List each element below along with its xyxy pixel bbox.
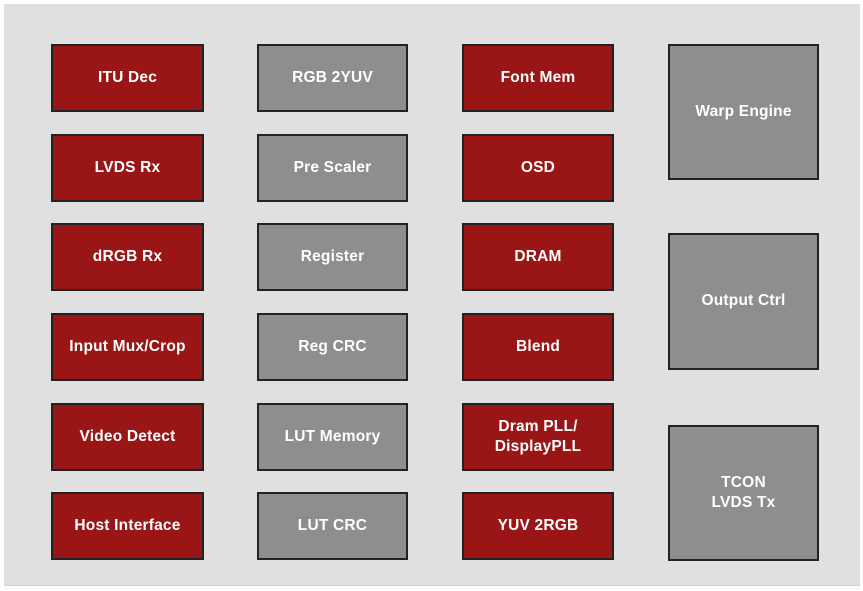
block-lut-crc: LUT CRC [257, 492, 408, 560]
block-drgb-rx: dRGB Rx [51, 223, 204, 291]
block-tcon-lvds-tx: TCON LVDS Tx [668, 425, 819, 561]
block-pre-scaler: Pre Scaler [257, 134, 408, 202]
block-video-detect: Video Detect [51, 403, 204, 471]
block-register: Register [257, 223, 408, 291]
block-itu-dec: ITU Dec [51, 44, 204, 112]
block-dram: DRAM [462, 223, 614, 291]
block-lvds-rx: LVDS Rx [51, 134, 204, 202]
block-diagram-canvas: ITU Dec LVDS Rx dRGB Rx Input Mux/Crop V… [4, 4, 860, 586]
block-blend: Blend [462, 313, 614, 381]
block-yuv-2rgb: YUV 2RGB [462, 492, 614, 560]
block-dram-pll-display-pll: Dram PLL/ DisplayPLL [462, 403, 614, 471]
block-font-mem: Font Mem [462, 44, 614, 112]
block-rgb-2yuv: RGB 2YUV [257, 44, 408, 112]
block-host-interface: Host Interface [51, 492, 204, 560]
block-warp-engine: Warp Engine [668, 44, 819, 180]
block-output-ctrl: Output Ctrl [668, 233, 819, 370]
block-input-mux-crop: Input Mux/Crop [51, 313, 204, 381]
block-lut-memory: LUT Memory [257, 403, 408, 471]
block-osd: OSD [462, 134, 614, 202]
block-reg-crc: Reg CRC [257, 313, 408, 381]
